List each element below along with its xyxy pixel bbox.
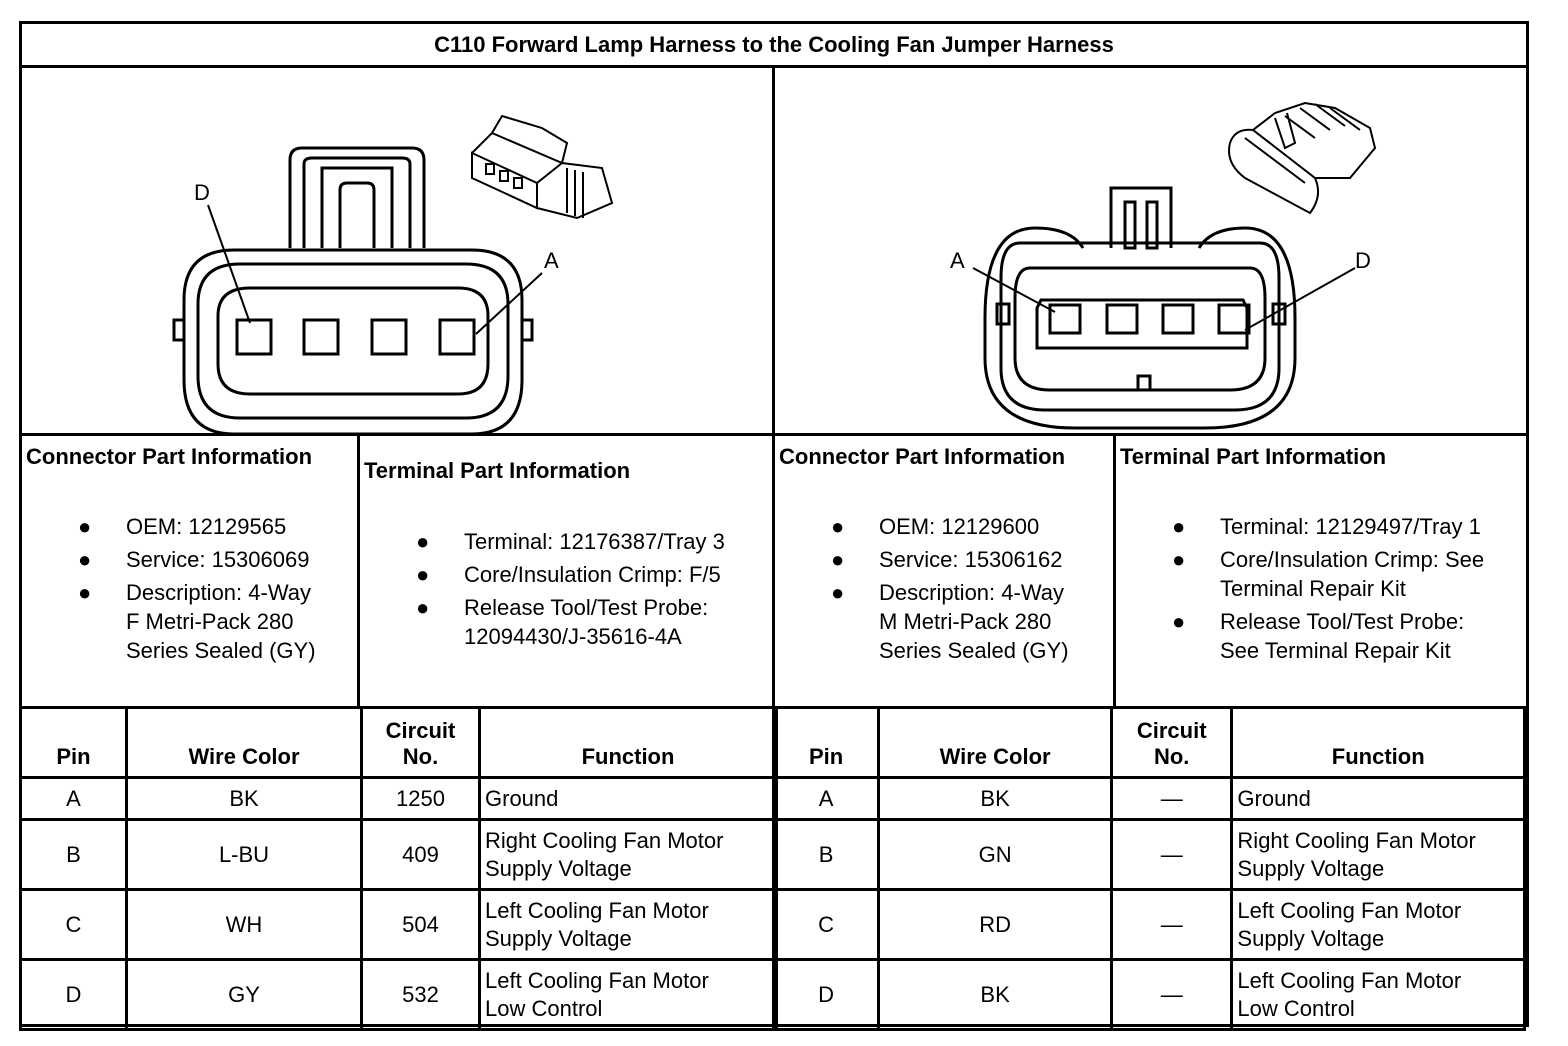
page-title: C110 Forward Lamp Harness to the Cooling… bbox=[22, 24, 1526, 68]
circuit-cell: — bbox=[1110, 776, 1234, 821]
list-item: ●OEM: 12129565 bbox=[78, 514, 287, 539]
male-connector-drawing bbox=[972, 101, 1377, 430]
col-header-circuit: Circuit No. bbox=[360, 706, 481, 779]
connector-info-list: ●OEM: 12129600 ●Service: 15306162 ●Descr… bbox=[775, 512, 1069, 669]
function-cell: Left Cooling Fan Motor Low Control bbox=[478, 958, 778, 1031]
table-row: D GY 532 Left Cooling Fan Motor Low Cont… bbox=[19, 958, 778, 1031]
terminal-info-heading: Terminal Part Information bbox=[1120, 444, 1387, 469]
wire-color-cell: BK bbox=[877, 776, 1114, 821]
col-header-wire-color: Wire Color bbox=[125, 706, 363, 779]
circuit-cell: — bbox=[1110, 818, 1234, 891]
circuit-cell: 1250 bbox=[360, 776, 481, 821]
pin-cell: D bbox=[771, 958, 881, 1031]
terminal-info-list: ●Terminal: 12129497/Tray 1 ●Core/Insulat… bbox=[1116, 512, 1484, 669]
circuit-cell: 409 bbox=[360, 818, 481, 891]
wire-color-cell: WH bbox=[125, 888, 363, 961]
list-item: ●Core/Insulation Crimp: F/5 bbox=[416, 562, 721, 587]
connector-info-heading: Connector Part Information bbox=[779, 444, 1066, 469]
terminal-info-heading: Terminal Part Information bbox=[364, 458, 631, 483]
connector-info-heading: Connector Part Information bbox=[26, 444, 313, 469]
col-header-function: Function bbox=[1230, 706, 1526, 779]
left-terminal-part-info: Terminal Part Information ●Terminal: 121… bbox=[360, 433, 775, 709]
circuit-cell: 504 bbox=[360, 888, 481, 961]
table-row: A BK 1250 Ground bbox=[19, 776, 778, 821]
table-row: B L-BU 409 Right Cooling Fan Motor Suppl… bbox=[19, 818, 778, 891]
table-row: C WH 504 Left Cooling Fan Motor Supply V… bbox=[19, 888, 778, 961]
function-cell: Right Cooling Fan Motor Supply Voltage bbox=[478, 818, 778, 891]
list-item: ●Release Tool/Test Probe: 12094430/J-356… bbox=[416, 595, 709, 649]
table-row: D BK — Left Cooling Fan Motor Low Contro… bbox=[771, 958, 1526, 1031]
list-item: ●Service: 15306069 bbox=[78, 547, 310, 572]
list-item: ●Release Tool/Test Probe: See Terminal R… bbox=[1172, 609, 1465, 663]
col-header-pin: Pin bbox=[771, 706, 881, 779]
table-row: A BK — Ground bbox=[771, 776, 1526, 821]
wire-color-cell: L-BU bbox=[125, 818, 363, 891]
left-connector-diagram: D A bbox=[22, 68, 775, 433]
function-cell: Left Cooling Fan Motor Supply Voltage bbox=[478, 888, 778, 961]
pin-cell: B bbox=[19, 818, 128, 891]
col-header-function: Function bbox=[478, 706, 778, 779]
function-cell: Left Cooling Fan Motor Supply Voltage bbox=[1230, 888, 1526, 961]
pin-cell: C bbox=[19, 888, 128, 961]
right-connector-part-info: Connector Part Information ●OEM: 1212960… bbox=[775, 433, 1116, 709]
pin-cell: A bbox=[771, 776, 881, 821]
list-item: ●OEM: 12129600 bbox=[831, 514, 1040, 539]
wire-color-cell: GY bbox=[125, 958, 363, 1031]
col-header-pin: Pin bbox=[19, 706, 128, 779]
function-cell: Ground bbox=[478, 776, 778, 821]
list-item: ●Description: 4-Way M Metri-Pack 280 Ser… bbox=[831, 580, 1069, 663]
pin-cell: C bbox=[771, 888, 881, 961]
right-pinout-table: Pin Wire Color Circuit No. Function A BK… bbox=[771, 706, 1526, 1031]
pin-label-d: D bbox=[1355, 248, 1371, 273]
circuit-cell: 532 bbox=[360, 958, 481, 1031]
wire-color-cell: GN bbox=[877, 818, 1114, 891]
table-row: B GN — Right Cooling Fan Motor Supply Vo… bbox=[771, 818, 1526, 891]
function-cell: Left Cooling Fan Motor Low Control bbox=[1230, 958, 1526, 1031]
left-pinout-table: Pin Wire Color Circuit No. Function A BK… bbox=[19, 706, 778, 1031]
wire-color-cell: BK bbox=[877, 958, 1114, 1031]
right-terminal-part-info: Terminal Part Information ●Terminal: 121… bbox=[1116, 433, 1526, 709]
pin-cell: D bbox=[19, 958, 128, 1031]
pin-cell: A bbox=[19, 776, 128, 821]
pin-label-a: A bbox=[544, 248, 559, 273]
list-item: ●Terminal: 12176387/Tray 3 bbox=[416, 529, 725, 554]
terminal-info-list: ●Terminal: 12176387/Tray 3 ●Core/Insulat… bbox=[360, 527, 725, 655]
connector-sheet: C110 Forward Lamp Harness to the Cooling… bbox=[19, 21, 1529, 1031]
table-row: C RD — Left Cooling Fan Motor Supply Vol… bbox=[771, 888, 1526, 961]
list-item: ●Description: 4-Way F Metri-Pack 280 Ser… bbox=[78, 580, 316, 663]
col-header-wire-color: Wire Color bbox=[877, 706, 1114, 779]
list-item: ●Core/Insulation Crimp: See Terminal Rep… bbox=[1172, 547, 1485, 601]
wire-color-cell: RD bbox=[877, 888, 1114, 961]
function-cell: Ground bbox=[1230, 776, 1526, 821]
left-connector-part-info: Connector Part Information ●OEM: 1212956… bbox=[22, 433, 360, 709]
circuit-cell: — bbox=[1110, 958, 1234, 1031]
col-header-circuit: Circuit No. bbox=[1110, 706, 1234, 779]
wire-color-cell: BK bbox=[125, 776, 363, 821]
right-connector-diagram: A D bbox=[775, 68, 1526, 433]
connector-info-list: ●OEM: 12129565 ●Service: 15306069 ●Descr… bbox=[22, 512, 316, 669]
list-item: ●Service: 15306162 bbox=[831, 547, 1063, 572]
function-cell: Right Cooling Fan Motor Supply Voltage bbox=[1230, 818, 1526, 891]
female-connector-drawing bbox=[172, 114, 614, 433]
pin-label-a: A bbox=[950, 248, 965, 273]
list-item: ●Terminal: 12129497/Tray 1 bbox=[1172, 514, 1481, 539]
pin-label-d: D bbox=[194, 180, 210, 205]
circuit-cell: — bbox=[1110, 888, 1234, 961]
pin-cell: B bbox=[771, 818, 881, 891]
